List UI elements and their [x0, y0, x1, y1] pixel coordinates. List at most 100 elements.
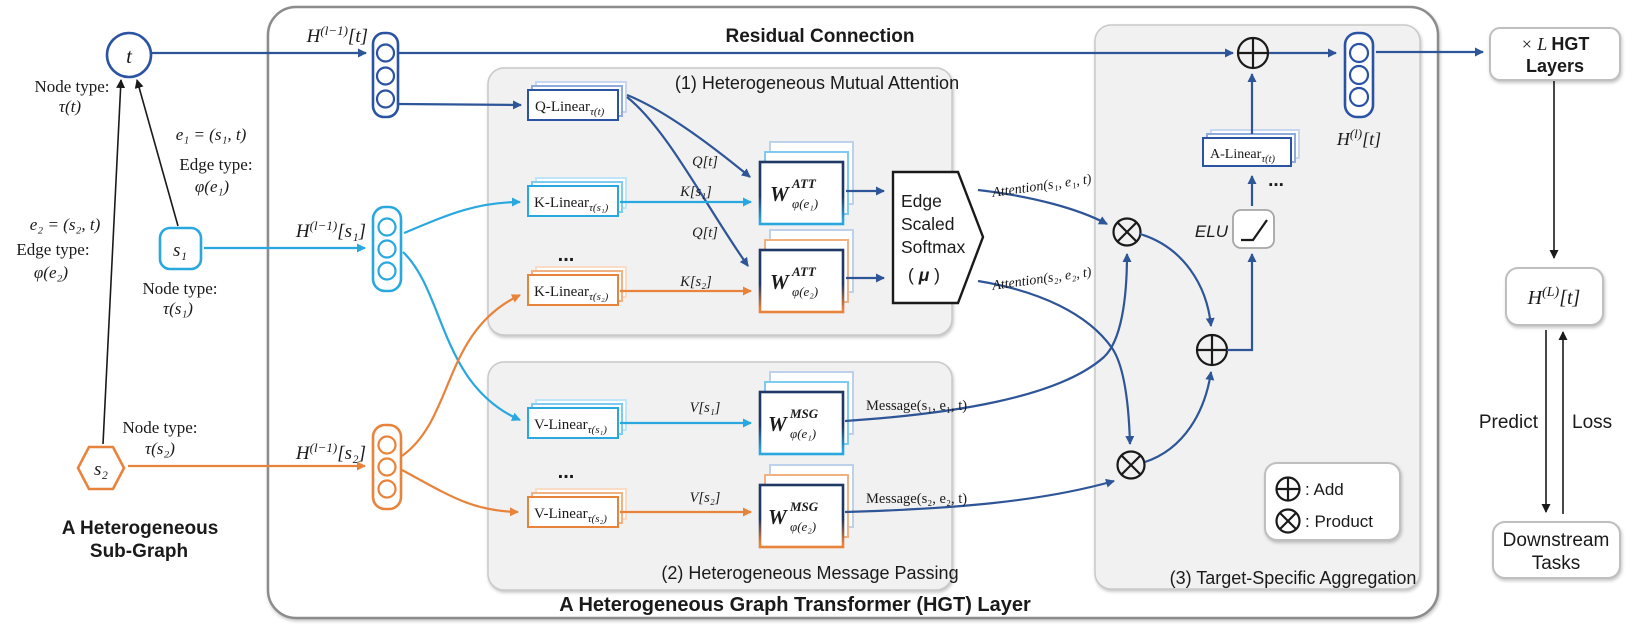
k-linear-dots: ... — [558, 244, 575, 266]
w-msg-e2-sup: MSG — [789, 499, 819, 514]
hgt-layer-caption: A Heterogeneous Graph Transformer (HGT) … — [559, 594, 1031, 616]
edge2-type-line1: Edge type: — [16, 240, 89, 259]
subgraph-caption-line1: A Heterogeneous — [62, 518, 219, 539]
h-L-box: H(L)[t] — [1505, 267, 1604, 326]
panel3-title: (3) Target-Specific Aggregation — [1170, 568, 1417, 588]
predict-label: Predict — [1479, 412, 1539, 433]
w-att-e1-card: W ATT φ(e₁) — [758, 141, 854, 226]
h-input-s2-label: H(l−1)[s₂] — [295, 440, 366, 464]
a-linear-card: A-Linearτ(t) — [1202, 129, 1300, 167]
w-att-e2-sup: ATT — [791, 264, 817, 279]
t-vector-to-qlinear-arrow — [398, 100, 522, 110]
multiply1-to-add-curve — [1139, 232, 1215, 327]
w-att-e1-base: W — [770, 182, 790, 206]
vector-h-t — [371, 31, 400, 119]
q-to-watt2-curve — [626, 96, 749, 267]
node-type-s2-line1: Node type: — [122, 418, 197, 437]
add-node-2 — [1195, 333, 1229, 367]
edge1-type-line2: φ(e₁) — [195, 177, 230, 196]
multiply-node-2 — [1116, 450, 1146, 480]
message2-curve — [844, 478, 1115, 514]
w-att-e2-card: W ATT φ(e₂) — [758, 229, 854, 314]
v-s1-label: V[s₁] — [690, 400, 721, 416]
elu-label: ELU — [1195, 222, 1229, 241]
legend-add-label: : Add — [1305, 480, 1344, 499]
multiply-node-1 — [1112, 217, 1142, 247]
input-vectors: H(l−1)[t] H(l−1)[s₁] H(l−1)[s₂] — [128, 23, 403, 511]
panel2-title: (2) Heterogeneous Message Passing — [661, 563, 958, 583]
v-linear-s2-card: V-Linearτ(s₂) — [527, 488, 627, 528]
k-linear-s1-card: K-Linearτ(s₁) — [527, 177, 627, 217]
node-type-s1-line2: τ(s₁) — [163, 299, 193, 318]
message1-label: Message(s₁, e₁, t) — [866, 398, 967, 414]
elu-box — [1232, 209, 1275, 249]
h-L-label: H(L)[t] — [1527, 285, 1581, 309]
v-linear-s2-label: V-Linearτ(s₂) — [534, 506, 607, 525]
loss-label: Loss — [1572, 412, 1612, 433]
w-msg-e2-card: W MSG φ(e₂) — [758, 464, 854, 549]
add-node-1 — [1236, 36, 1270, 70]
s2-to-vlinear-curve — [401, 469, 519, 517]
panel-target-aggregation — [1094, 24, 1421, 590]
w-msg-e1-base: W — [768, 412, 788, 436]
vector-h-out — [1343, 31, 1375, 119]
q-linear-label: Q-Linearτ(t) — [535, 99, 605, 118]
w-msg-e1-sup: MSG — [789, 406, 819, 421]
add-to-elu-elbow — [1227, 253, 1257, 352]
elu-ramp-icon — [1241, 219, 1268, 242]
s1-to-vlinear-curve — [402, 251, 521, 422]
softmax-pentagon: Edge Scaled Softmax ( μ ) — [891, 170, 985, 305]
edge-s2-t-arrow — [102, 79, 126, 445]
w-att-e2-sub: φ(e₂) — [792, 284, 818, 299]
hgt-layers-line2: Layers — [1526, 56, 1584, 76]
node-s1 — [158, 226, 203, 271]
softmax-line3: Softmax — [901, 237, 965, 257]
node-s2-label: s₂ — [94, 459, 108, 480]
w-msg-e1-card: W MSG φ(e₁) — [758, 371, 854, 456]
downstream-box: Downstream Tasks — [1492, 521, 1621, 579]
k-linear-s2-label: K-Linearτ(s₂) — [534, 284, 609, 303]
a-linear-label: A-Linearτ(t) — [1210, 147, 1275, 165]
v-linear-dots: ... — [558, 461, 575, 483]
vector-h-s1 — [371, 205, 403, 293]
hgt-layers-line1: × L HGT — [1521, 34, 1590, 54]
w-msg-e1-sub: φ(e₁) — [790, 426, 816, 441]
w-msg-e2-sub: φ(e₂) — [790, 519, 816, 534]
k-s1-label: K[s₁] — [679, 184, 712, 200]
softmax-line4: ( μ ) — [908, 265, 940, 285]
edge2-type-line2: φ(e₂) — [34, 263, 69, 282]
k-linear-s2-card: K-Linearτ(s₂) — [527, 266, 627, 306]
legend-add-icon — [1275, 476, 1301, 502]
v-s2-label: V[s₂] — [690, 490, 721, 506]
subgraph-caption-line2: Sub-Graph — [90, 541, 188, 562]
node-type-t-line1: Node type: — [34, 77, 109, 96]
w-att-e1-sup: ATT — [791, 176, 817, 191]
node-s1-label: s₁ — [173, 240, 187, 261]
node-s2 — [76, 445, 126, 491]
k-linear-s1-label: K-Linearτ(s₁) — [534, 195, 609, 214]
node-type-s2-line2: τ(s₂) — [145, 439, 175, 458]
v-linear-s1-card: V-Linearτ(s₁) — [527, 399, 627, 439]
node-t-label: t — [126, 44, 133, 68]
edge2-def: e₂ = (s₂, t) — [30, 215, 101, 234]
hgt-layers-box: × L HGT Layers — [1489, 27, 1621, 81]
softmax-line1: Edge — [901, 191, 942, 211]
subgraph: t s₁ s₂ Node type: τ(t) e₁ = (s₁, t) Edg… — [16, 31, 253, 562]
message2-label: Message(s₂, e₂, t) — [866, 491, 967, 507]
w-att-e2-base: W — [770, 270, 790, 294]
node-t — [105, 31, 153, 79]
k-s2-label: K[s₂] — [679, 274, 712, 290]
panel1-title: (1) Heterogeneous Mutual Attention — [675, 73, 959, 93]
node-type-t-line2: τ(t) — [59, 97, 81, 116]
w-att-e1-sub: φ(e₁) — [792, 196, 818, 211]
h-output-label: H(l)[t] — [1336, 126, 1381, 149]
s2-to-klinear-curve — [401, 294, 521, 457]
s1-to-klinear-curve — [403, 197, 521, 235]
softmax-line2: Scaled — [901, 214, 955, 234]
q-linear-card: Q-Linearτ(t) — [527, 81, 627, 121]
v-linear-s1-label: V-Linearτ(s₁) — [534, 417, 607, 436]
a-linear-dots: ... — [1268, 170, 1284, 191]
attention1-curve — [977, 188, 1108, 225]
vector-h-s2 — [371, 423, 403, 511]
